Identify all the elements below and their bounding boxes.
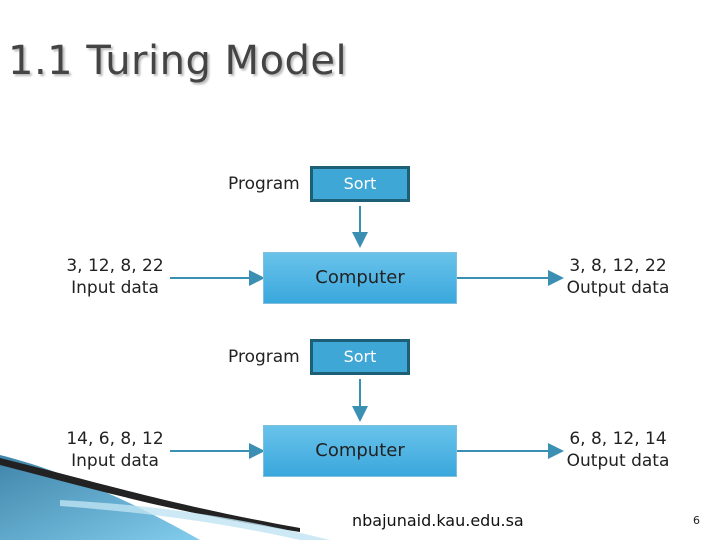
- footer-url: nbajunaid.kau.edu.sa: [352, 511, 524, 530]
- output-values-1: 3, 8, 12, 22: [569, 256, 667, 276]
- output-block-1: 3, 8, 12, 22 Output data: [558, 255, 678, 299]
- input-block-2: 14, 6, 8, 12 Input data: [55, 428, 175, 472]
- output-values-2: 6, 8, 12, 14: [569, 429, 667, 449]
- input-label-2: Input data: [71, 451, 159, 471]
- program-box-2: Sort: [310, 339, 410, 375]
- output-label-1: Output data: [566, 278, 670, 298]
- program-label-1: Program: [228, 174, 300, 194]
- input-values-2: 14, 6, 8, 12: [66, 429, 164, 449]
- input-label-1: Input data: [71, 278, 159, 298]
- output-label-2: Output data: [566, 451, 670, 471]
- computer-box-1: Computer: [263, 252, 457, 304]
- page-number: 6: [693, 514, 700, 527]
- input-values-1: 3, 12, 8, 22: [66, 256, 164, 276]
- slide-title: 1.1 Turing Model: [8, 38, 348, 84]
- input-block-1: 3, 12, 8, 22 Input data: [55, 255, 175, 299]
- output-block-2: 6, 8, 12, 14 Output data: [558, 428, 678, 472]
- program-label-2: Program: [228, 347, 300, 367]
- program-box-1: Sort: [310, 166, 410, 202]
- computer-box-2: Computer: [263, 425, 457, 477]
